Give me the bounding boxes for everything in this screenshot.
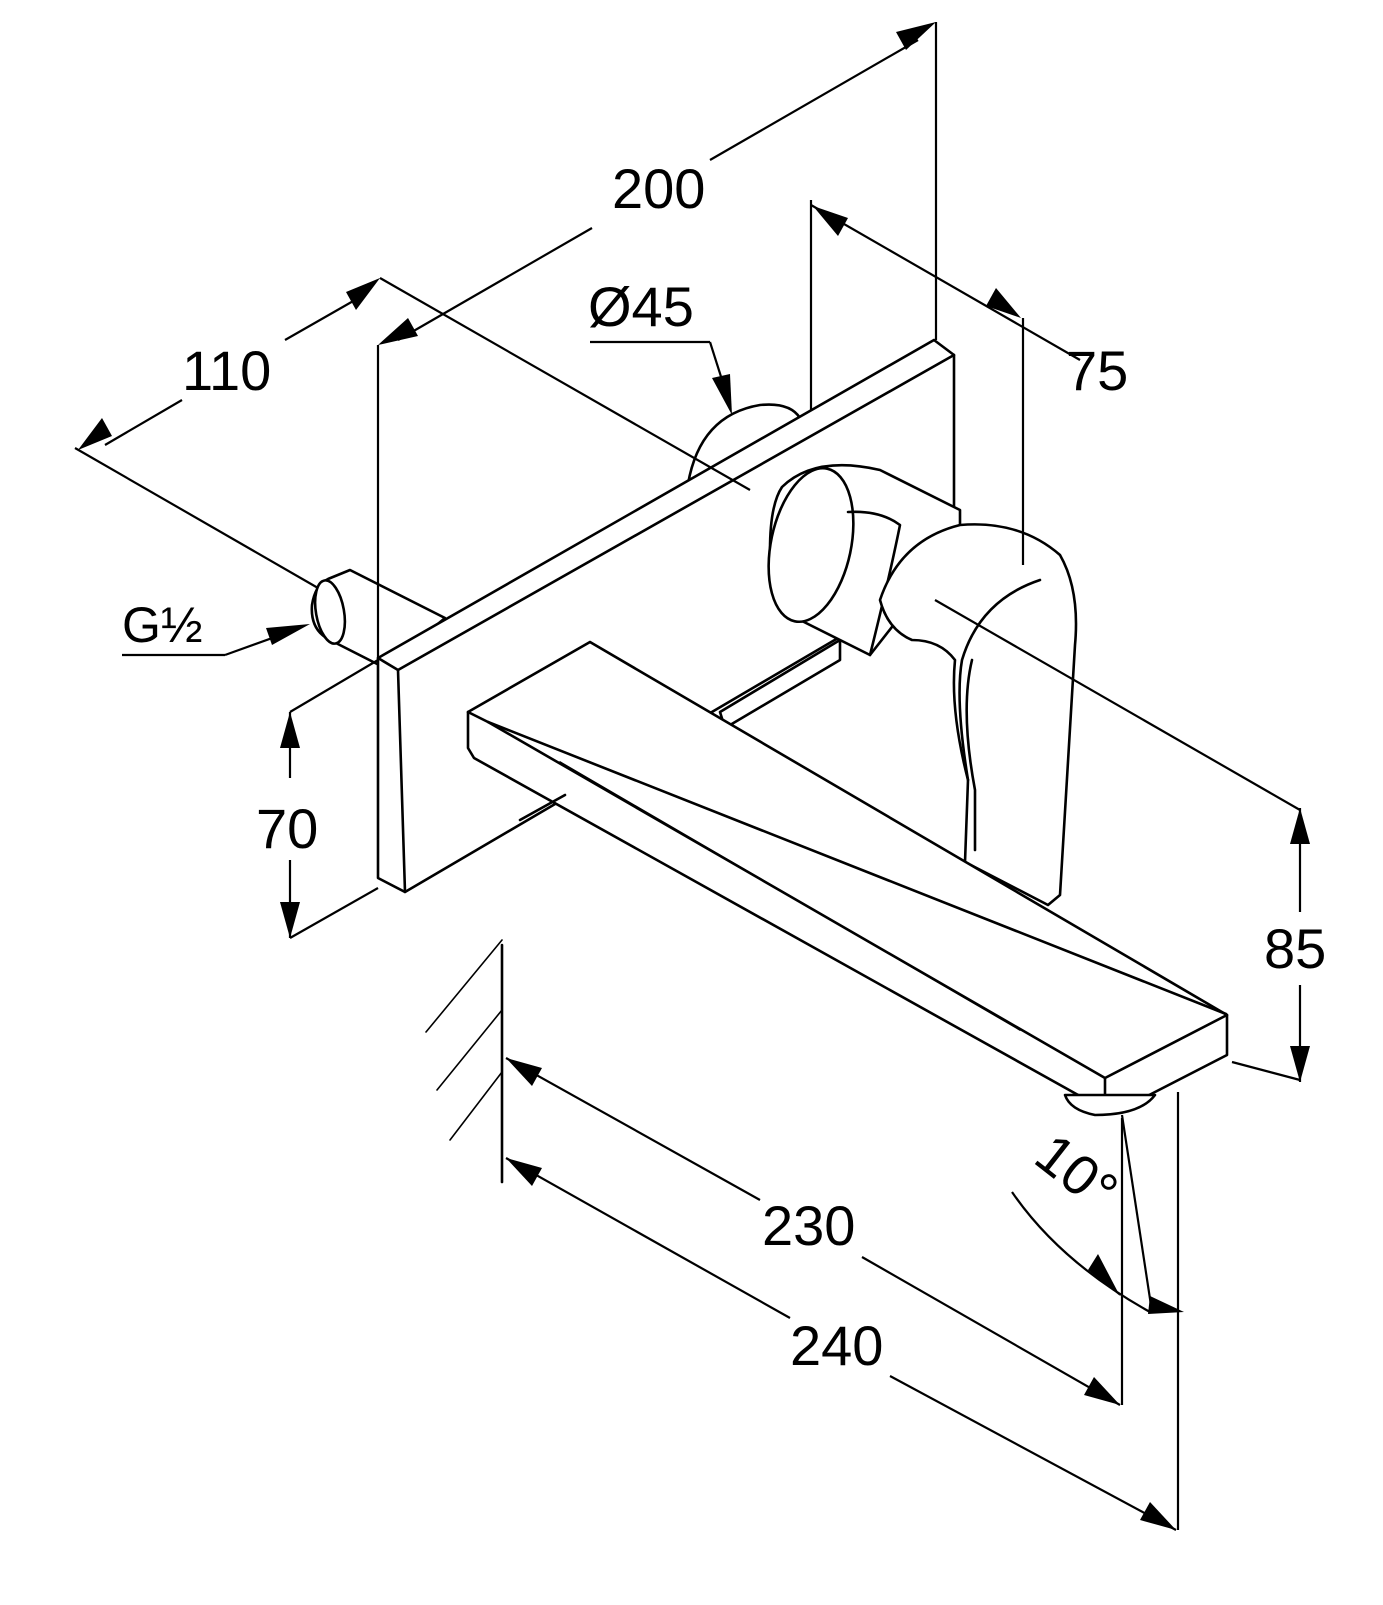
label-75: 75 (1066, 339, 1128, 402)
dimension-diameter-45: Ø45 (588, 275, 732, 415)
dimension-75: 75 (809, 200, 1128, 565)
aerator (1063, 1093, 1157, 1117)
dimension-70: 70 (256, 659, 379, 939)
label-70: 70 (256, 797, 318, 860)
wall-hatch (425, 939, 504, 1184)
dimension-230: 230 (505, 1057, 1124, 1406)
dimension-thread: G½ (122, 597, 310, 657)
dimension-110: 110 (74, 277, 751, 589)
lever-handle (878, 523, 1078, 907)
label-diameter-45: Ø45 (588, 275, 694, 338)
label-110: 110 (182, 339, 271, 402)
label-240: 240 (790, 1314, 883, 1377)
dimension-angle: 10° (1011, 1114, 1184, 1314)
faucet-body (310, 338, 1229, 1117)
label-200: 200 (612, 157, 705, 220)
label-230: 230 (762, 1194, 855, 1257)
label-thread: G½ (122, 597, 203, 653)
dimension-200: 200 (376, 22, 938, 658)
label-angle: 10° (1024, 1121, 1130, 1223)
label-85: 85 (1264, 917, 1326, 980)
spout (466, 640, 1229, 1112)
dimension-240: 240 (505, 1092, 1180, 1531)
dimension-85: 85 (934, 599, 1326, 1082)
